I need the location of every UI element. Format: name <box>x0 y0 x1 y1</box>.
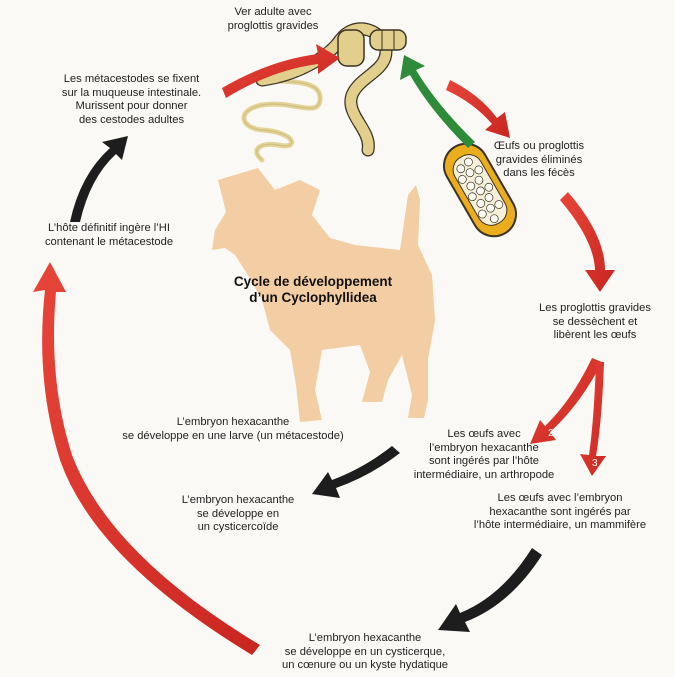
arrow-red-branch-mammal <box>580 362 606 476</box>
arrow-red-attach-to-adult <box>222 44 340 98</box>
gravid-proglottid-capsule <box>443 142 517 238</box>
label-mammal-host: Les œufs avec l’embryon hexacanthe sont … <box>473 492 647 531</box>
branch-number-mammal: 3 <box>592 458 598 469</box>
label-definitive-host: L’hôte définitif ingère l’HI contenant l… <box>44 222 174 248</box>
arrow-black-ingest-to-attach <box>70 136 128 222</box>
label-proglottids-dry: Les proglottis gravides se dessèchent et… <box>539 302 651 341</box>
label-metacestodes-attach: Les métacestodes se fixent sur la muqueu… <box>61 73 202 126</box>
diagram-title: Cycle de développement d’un Cyclophyllid… <box>233 274 393 305</box>
label-cysticercoid: L’embryon hexacanthe se développe en un … <box>181 494 295 533</box>
label-metacestode-larva: L’embryon hexacanthe se développe en une… <box>122 416 344 442</box>
arrow-black-arthropod-to-cysticercoid <box>312 446 400 498</box>
arrow-green-capsule-to-worm <box>400 55 475 148</box>
arrow-red-left-rising <box>33 262 260 655</box>
branch-number-arthropod: 2 <box>548 428 554 439</box>
adult-tapeworm <box>241 22 407 163</box>
label-eggs-in-feces: Œufs ou proglottis gravides éliminés dan… <box>493 140 585 179</box>
arrow-red-branch-arthropod <box>530 358 602 444</box>
dog-silhouette <box>212 168 435 422</box>
label-adult-worm: Ver adulte avec proglottis gravides <box>227 6 319 32</box>
arrow-black-mammal-to-cysticercus <box>438 548 542 632</box>
label-cysticercus: L’embryon hexacanthe se développe en un … <box>281 632 449 671</box>
label-arthropod-host: Les œufs avec l’embryon hexacanthe sont … <box>413 428 555 481</box>
arrow-red-adult-to-feces <box>446 80 510 138</box>
arrow-red-feces-to-dry <box>560 192 615 292</box>
